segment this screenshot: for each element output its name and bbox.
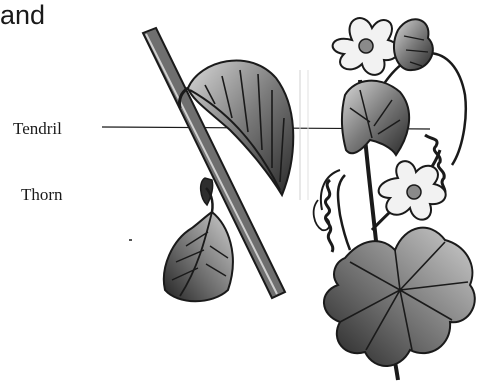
vine-leaf-upper bbox=[342, 81, 409, 155]
vine-leaf-lower bbox=[324, 228, 475, 366]
flower-lower bbox=[379, 161, 446, 220]
coiled-tendril-middle bbox=[338, 175, 350, 250]
thorn-plant bbox=[143, 28, 293, 301]
tendril-plant bbox=[314, 18, 475, 380]
thorn bbox=[201, 178, 213, 205]
coiled-tendril-left bbox=[325, 180, 332, 252]
bud-cluster bbox=[394, 19, 433, 70]
flower-top bbox=[333, 18, 399, 75]
